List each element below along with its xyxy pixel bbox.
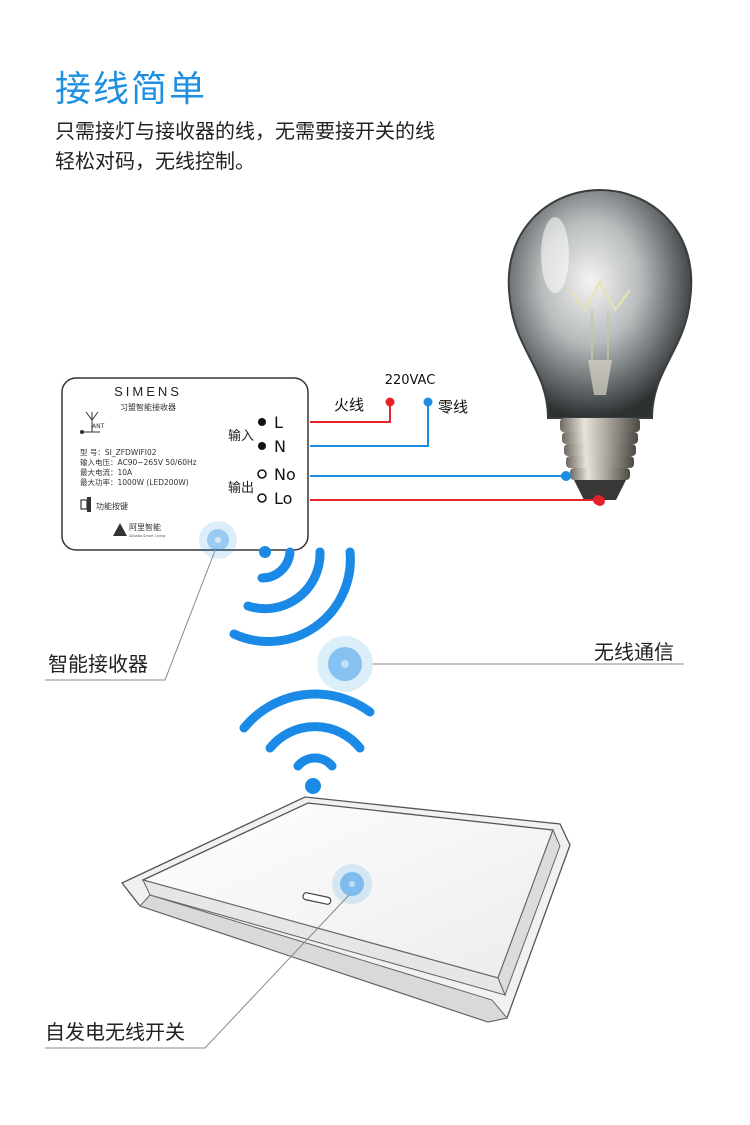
signal-waves-upper-icon [229, 546, 355, 647]
output-label: 输出 [228, 480, 254, 496]
terminal-no: No [274, 465, 296, 484]
antenna-icon [80, 411, 100, 434]
description: 只需接灯与接收器的线，无需要接开关的线 轻松对码，无线控制。 [55, 116, 435, 176]
receiver-signal-node [199, 521, 237, 559]
light-bulb-icon [507, 188, 693, 506]
terminal-dot-lo [257, 493, 267, 503]
function-button-icon [80, 497, 91, 512]
page-title: 接线简单 [55, 69, 208, 110]
live-label: 火线 [334, 396, 364, 414]
description-line-2: 轻松对码，无线控制。 [55, 149, 255, 173]
logo-text: 阿里智能 [129, 522, 161, 532]
signal-waves-lower-icon [239, 689, 375, 794]
spec-current: 最大电流：10A [80, 467, 133, 477]
wireless-signal-node [317, 636, 373, 692]
terminal-dot-l [258, 418, 266, 426]
switch-signal-node [332, 864, 372, 904]
receiver-box: SIMENS 习盟智能接收器 ANT 型 号：SI_ZFDWIFI02 输入电压… [61, 377, 309, 551]
wireless-callout-label: 无线通信 [594, 640, 674, 664]
alibaba-logo-icon [113, 523, 127, 536]
spec-voltage: 输入电压：AC90~265V 50/60Hz [80, 457, 197, 467]
spec-model: 型 号：SI_ZFDWIFI02 [80, 448, 157, 457]
terminal-dot-n [258, 442, 266, 450]
wireless-switch [120, 796, 571, 1023]
antenna-label: ANT [92, 423, 105, 430]
input-label: 输入 [228, 428, 254, 444]
function-button-label: 功能按键 [96, 501, 128, 511]
neutral-label: 零线 [438, 398, 468, 416]
brand-text: SIMENS [114, 384, 182, 399]
live-terminal-dot [385, 397, 395, 407]
switch-callout-label: 自发电无线开关 [45, 1020, 185, 1044]
receiver-callout-line [45, 547, 217, 681]
live-in-wire [310, 402, 391, 423]
neutral-in-wire [310, 402, 429, 447]
wires [310, 397, 603, 505]
receiver-callout-label: 智能接收器 [48, 652, 148, 676]
spec-power: 最大功率：1000W (LED200W) [80, 477, 189, 487]
switch-led-icon [302, 892, 332, 905]
terminal-l: L [274, 413, 283, 432]
switch-callout-line [45, 894, 350, 1049]
terminal-lo: Lo [274, 489, 292, 508]
voltage-label: 220VAC [385, 373, 436, 388]
terminal-dot-no [257, 469, 267, 479]
receiver-subtitle: 习盟智能接收器 [120, 402, 176, 412]
description-line-1: 只需接灯与接收器的线，无需要接开关的线 [55, 119, 435, 143]
terminal-n: N [274, 437, 286, 456]
logo-sub: Alibaba Smart Living [129, 534, 165, 538]
neutral-terminal-dot [423, 397, 433, 407]
